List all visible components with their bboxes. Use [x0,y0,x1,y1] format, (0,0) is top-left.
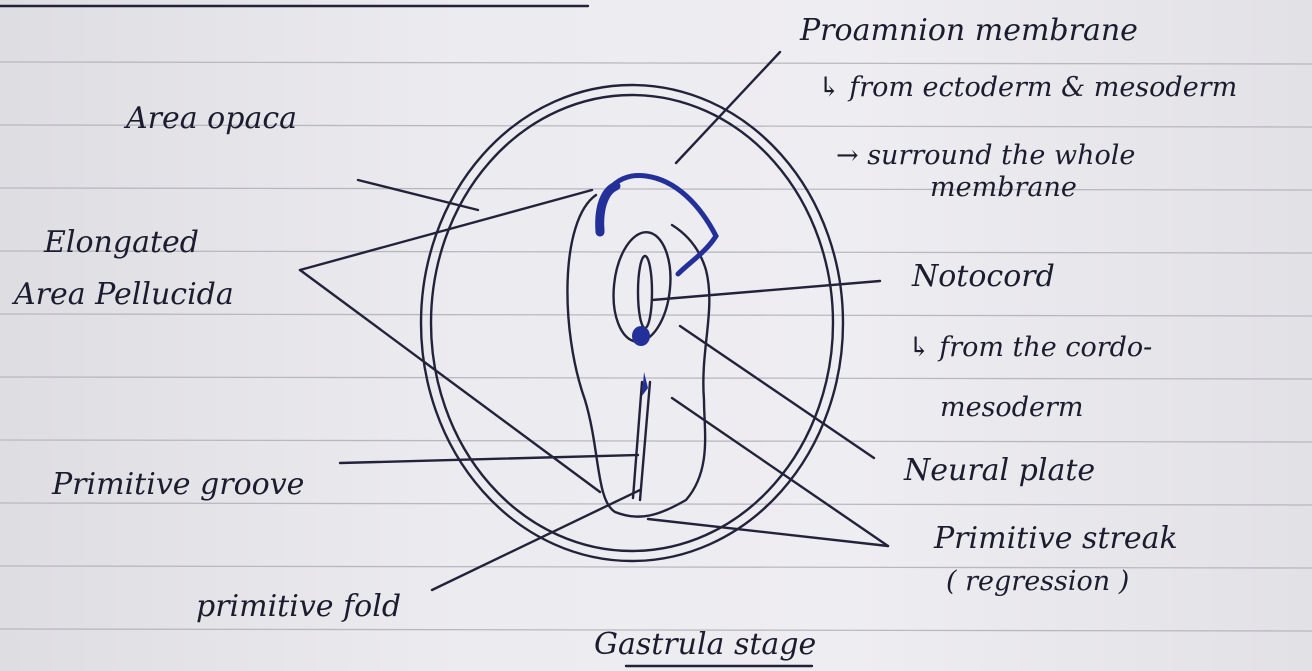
label-area-opaca: Area opaca [123,101,297,136]
notocord-note-origin: ↳ from the cordo- [908,332,1152,363]
label-neural-plate: Neural plate [903,453,1095,488]
notocord-note-mesoderm: mesoderm [940,392,1083,423]
area-opaca-outer-ring [421,85,843,561]
proamnion-thick-edge [600,186,616,232]
label-proamnion: Proamnion membrane [799,13,1138,48]
area-opaca-inner-ring [431,95,833,551]
label-primitive-groove: Primitive groove [51,467,304,502]
leader-pellucida-bottom [300,270,600,492]
label-primitive-fold: primitive fold [196,589,401,624]
hensens-node [632,326,650,346]
proamnion-note-membrane: membrane [930,172,1077,203]
leader-primitive-groove [340,455,638,463]
area-pellucida-outline [567,195,709,517]
leader-streak-upper [672,398,888,546]
label-area-pellucida: Area Pellucida [11,277,234,312]
leader-proamnion [676,52,780,163]
leader-streak-lower [648,519,888,546]
caption: Gastrula stage [594,627,816,662]
proamnion-note-origin: ↳ from ectoderm & mesoderm [818,72,1237,103]
label-notocord: Notocord [911,259,1055,294]
leader-lines [300,52,888,590]
leader-neural-plate [680,326,874,458]
label-primitive-streak: Primitive streak [933,521,1178,556]
proamnion-note-surround: → surround the whole [836,140,1135,171]
label-regression: ( regression ) [946,566,1129,597]
leader-primitive-fold [432,490,640,590]
proamnion-crescent [601,175,716,274]
leader-notocord [652,281,880,300]
notochord [638,256,652,328]
label-elongated: Elongated [43,225,199,260]
